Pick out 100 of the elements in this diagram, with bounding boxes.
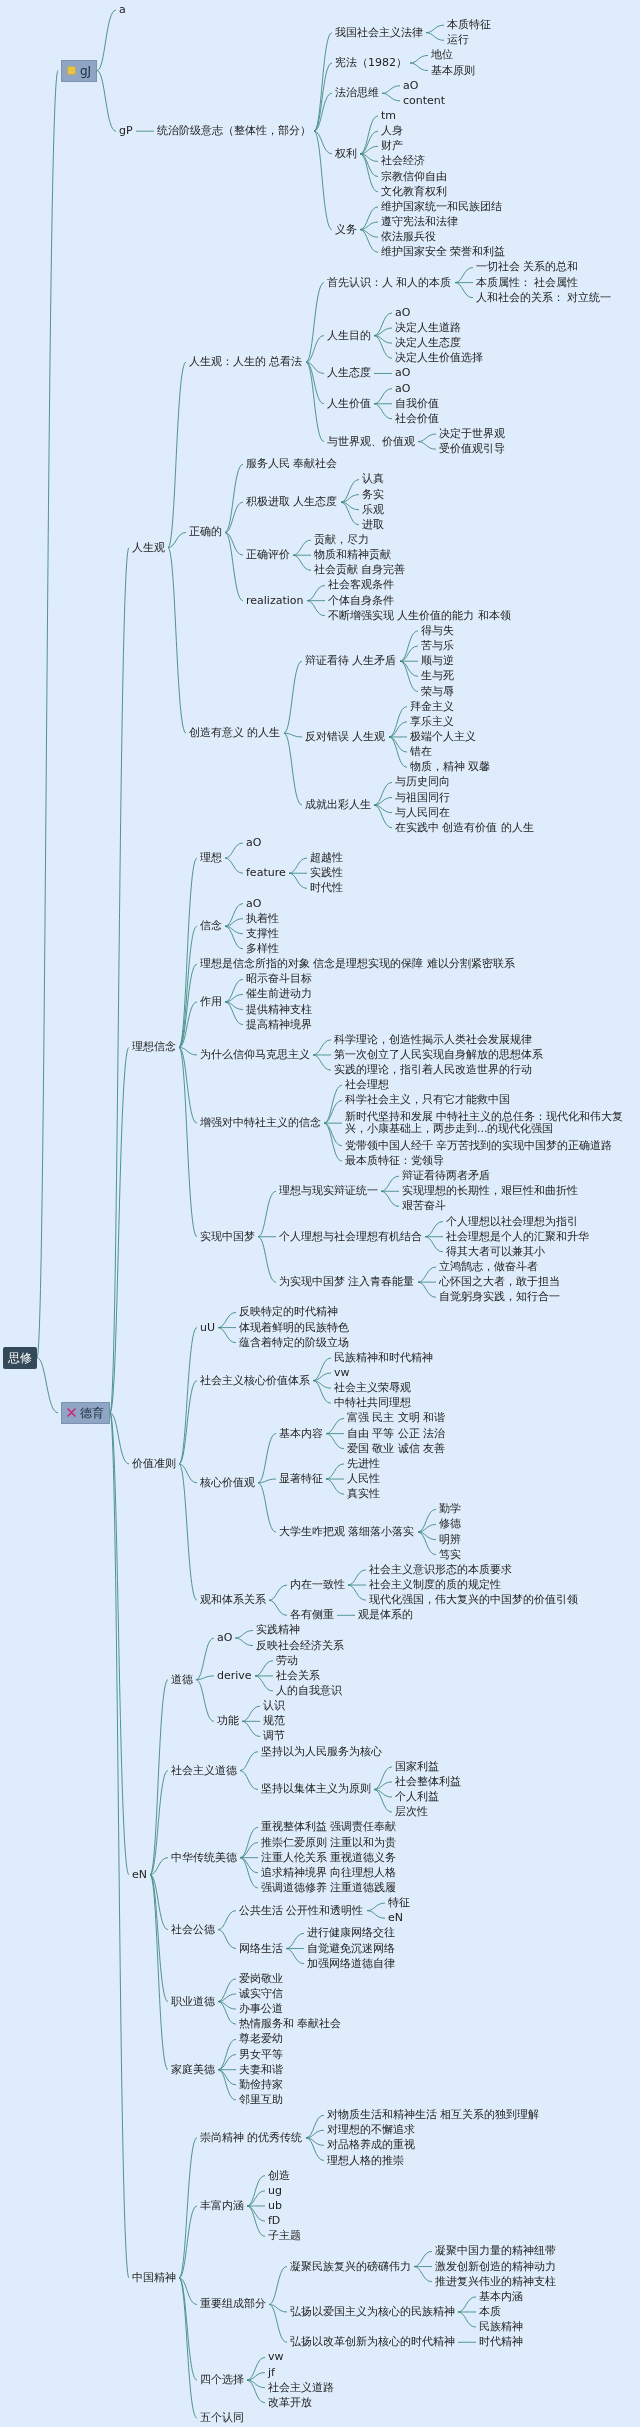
topic-label: aO [217,1632,233,1645]
branch-line [217,1910,237,1931]
topic-label: 修德 [439,1518,461,1531]
topic-label: 实现理想的长期性，艰巨性和曲折性 [402,1185,578,1198]
branch-line [425,24,445,34]
topic-label: 生与死 [421,670,454,683]
topic-label: 个人利益 [395,1791,439,1804]
topic-label: 社会主义道德 [171,1764,237,1777]
topic-label: 富强 民主 文明 和谐 [347,1412,446,1425]
topic-label: 受价值观引导 [439,443,505,456]
topic-label: vw [334,1367,350,1379]
topic-label: 积极进取 人生态度 [246,496,338,509]
topic-label: 认识 [263,1700,285,1713]
branch-line [409,62,429,72]
topic-label: 最本质特征：党领导 [345,1155,444,1167]
branch-line [305,335,325,363]
topic-label: 公共生活 公开性和透明性 [239,1904,364,1917]
topic-label: 与世界观、价值观 [327,435,415,448]
topic-label: 维护国家统一和民族团结 [381,200,502,213]
branch-line [388,736,408,768]
branch-line [246,2379,266,2404]
branch-line [312,1054,332,1071]
topic-label: gP [119,125,133,138]
branch-line [239,1857,259,1889]
branch-line [323,1122,343,1124]
branch-line [234,1630,254,1639]
branch-line [305,2129,325,2139]
branch-line [359,221,379,231]
branch-line [217,1993,237,2002]
topic-label: 先进性 [347,1457,380,1470]
topic-label: 理想信念 [132,1041,176,1054]
branch-line [178,2137,198,2279]
topic-label: 我国社会主义法律 [335,26,423,39]
branch-line [380,1175,400,1192]
topic-label: 热情服务和 奉献社会 [239,2018,342,2031]
topic-label: 在实践中 创造有价值 的人生 [395,821,534,834]
branch-line [323,1099,343,1124]
topic-label: 推崇仁爱原则 注重以和为贵 [261,1836,397,1849]
branch-line [413,2250,433,2267]
topic-label: 进行健康网络交往 [307,1927,395,1940]
branch-box [61,1401,110,1424]
topic-label: 核心价值观 [200,1476,255,1489]
topic-label: 与历史同向 [395,776,450,789]
branch-line [417,1266,437,1283]
branch-line [224,993,244,1003]
topic-label: 决定人生道路 [395,322,461,335]
topic-label: 丰富内涵 [200,2199,244,2212]
branch-line [178,963,198,1048]
topic-label: 明辨 [439,1533,461,1546]
topic-label: 义务 [335,223,357,236]
branch-line [224,532,244,602]
branch-line [347,1569,367,1586]
branch-line [454,267,474,284]
topic-label: 真实性 [347,1488,380,1501]
branch-line [178,2277,198,2305]
topic-label: aO [246,897,262,910]
topic-label: 社会公德 [171,1923,215,1936]
branch-line [373,781,393,806]
topic-label: 爱国 敬业 诚信 友善 [347,1442,446,1455]
branch-line [246,2205,266,2237]
topic-label: eN [132,1868,147,1881]
branch-line [323,1084,343,1124]
topic-label: 党带领中国人经千 辛万苦找到的实现中国梦的正确道路 [345,1139,613,1152]
branch-line [306,600,326,617]
topic-label: 男女平等 [239,2048,283,2061]
branch-line [312,1380,332,1404]
topic-label: 诚实守信 [239,1987,283,2000]
topic-label: 支撑性 [246,927,279,940]
branch-line [313,62,333,132]
branch-line [268,2303,288,2343]
topic-label: 夫妻和谐 [239,2063,283,2076]
branch-line [246,2372,266,2381]
topic-label: a [119,4,126,16]
branch-line [283,660,303,734]
branch-line [167,532,187,549]
topic-label: 成就出彩人生 [305,799,371,812]
branch-line [257,1190,277,1238]
branch-line [373,388,393,405]
branch-line [373,804,393,829]
branch-line [409,55,429,64]
topic-label: 社会主义核心价值体系 [200,1374,310,1387]
topic-label: 创造有意义 的人生 [189,727,281,740]
branch-line [239,1842,259,1859]
branch-line [359,145,379,155]
topic-label: 为什么信仰马克思主义 [200,1048,310,1061]
topic-label: 社会主义制度的质的规定性 [369,1579,501,1592]
branch-line [388,721,408,738]
topic-label: aO [246,836,262,849]
topic-label: 法治思维 [335,87,379,100]
topic-label: 辩证看待两者矛盾 [402,1170,490,1183]
topic-label: 个体自身条件 [328,594,394,607]
branch-line [454,282,474,299]
branch-line [373,804,393,814]
topic-label: 现代化强国，伟大复兴的中国梦的价值引领 [369,1594,578,1607]
branch-line [373,403,393,420]
topic-label: 实践的理论，指引着人民改造世界的行动 [334,1064,532,1077]
branch-line [323,1122,343,1162]
topic-label: 社会主义荣辱观 [334,1382,411,1395]
topic-label: 物质，精神 双馨 [410,761,491,774]
branch-line [149,1874,169,2002]
